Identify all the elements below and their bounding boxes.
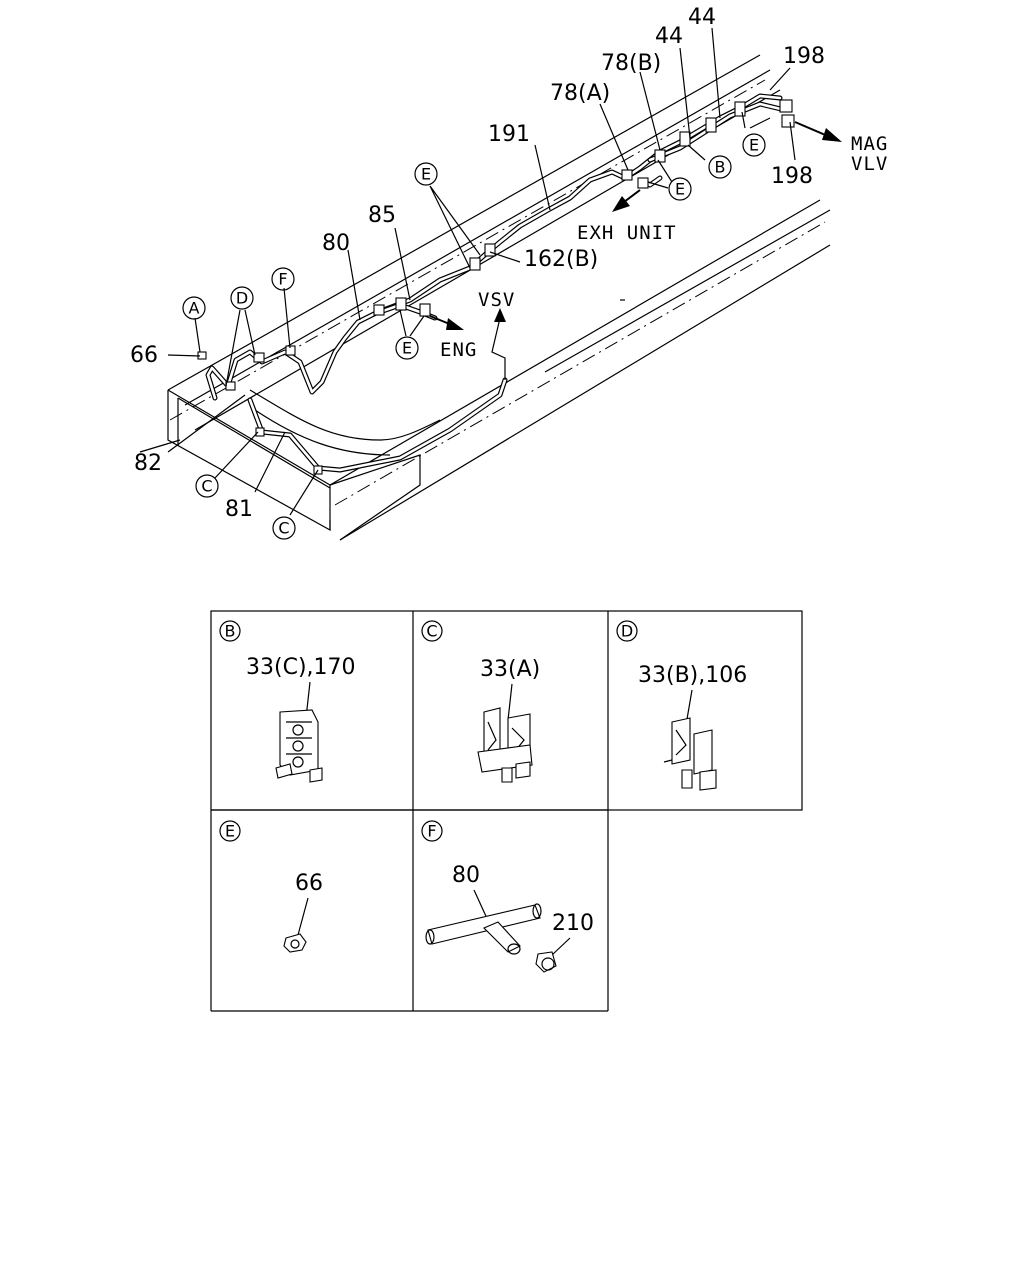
callout-c-bottom: C bbox=[272, 516, 296, 540]
callout-c-left: C bbox=[195, 474, 219, 498]
clip-33a-icon bbox=[477, 707, 533, 783]
callout-circles: A D F E E E B E bbox=[182, 133, 766, 540]
svg-text:C: C bbox=[201, 477, 212, 496]
detail-e-letter: E bbox=[225, 822, 235, 841]
label-81: 81 bbox=[225, 497, 253, 522]
callout-e-upper: E bbox=[414, 162, 438, 186]
detail-e-parts: 66 bbox=[295, 871, 323, 896]
label-44-top: 44 bbox=[688, 5, 716, 30]
detail-f-letter: F bbox=[427, 822, 436, 841]
label-198-bottom: 198 bbox=[771, 164, 813, 189]
detail-grid bbox=[210, 610, 803, 1012]
chassis-frame bbox=[139, 54, 831, 541]
detail-f-part-80: 80 bbox=[452, 863, 480, 888]
label-78b: 78(B) bbox=[601, 51, 661, 76]
label-191: 191 bbox=[488, 122, 530, 147]
detail-d: D 33(B),106 bbox=[616, 620, 747, 791]
callout-f: F bbox=[271, 267, 295, 291]
cap-210-icon bbox=[535, 951, 557, 973]
detail-f: F 80 210 bbox=[421, 820, 594, 973]
label-78a: 78(A) bbox=[550, 81, 610, 106]
detail-f-part-210: 210 bbox=[552, 911, 594, 936]
clip-33b-icon bbox=[663, 717, 717, 791]
dest-eng: ENG bbox=[440, 339, 477, 361]
detail-e: E 66 bbox=[219, 820, 323, 953]
main-labels: 44 44 198 78(B) 78(A) 191 198 85 80 162(… bbox=[130, 5, 888, 522]
leader-lines bbox=[167, 27, 842, 516]
dest-vsv: VSV bbox=[478, 289, 515, 311]
dest-mag: MAG bbox=[851, 133, 888, 155]
detail-d-letter: D bbox=[621, 622, 633, 641]
svg-text:E: E bbox=[402, 339, 412, 358]
svg-text:A: A bbox=[189, 299, 200, 318]
detail-b-parts: 33(C),170 bbox=[246, 655, 356, 680]
detail-b-letter: B bbox=[225, 622, 236, 641]
label-80: 80 bbox=[322, 231, 350, 256]
clamp-66-icon bbox=[283, 933, 307, 953]
detail-c-parts: 33(A) bbox=[480, 657, 540, 682]
callout-e-eng: E bbox=[395, 336, 419, 360]
clip-33c-icon bbox=[275, 709, 323, 783]
dest-exh-unit: EXH UNIT bbox=[577, 222, 677, 244]
detail-b: B 33(C),170 bbox=[219, 620, 356, 783]
svg-text:E: E bbox=[675, 180, 685, 199]
dest-vlv: VLV bbox=[851, 153, 888, 175]
svg-text:E: E bbox=[421, 165, 431, 184]
svg-text:D: D bbox=[236, 289, 248, 308]
svg-text:B: B bbox=[715, 158, 726, 177]
callout-e-right: E bbox=[742, 133, 766, 157]
label-44-mid: 44 bbox=[655, 24, 683, 49]
svg-text:C: C bbox=[278, 519, 289, 538]
detail-d-parts: 33(B),106 bbox=[638, 663, 747, 688]
tee-joint-80-icon bbox=[425, 903, 542, 955]
callout-a: A bbox=[182, 296, 206, 320]
vacuum-pipes bbox=[197, 93, 795, 475]
callout-d: D bbox=[230, 286, 254, 310]
svg-text:E: E bbox=[749, 136, 759, 155]
detail-c: C 33(A) bbox=[421, 620, 540, 783]
label-85: 85 bbox=[368, 203, 396, 228]
label-82: 82 bbox=[134, 451, 162, 476]
callout-e-exh: E bbox=[668, 177, 692, 201]
detail-c-letter: C bbox=[426, 622, 437, 641]
label-66: 66 bbox=[130, 343, 158, 368]
label-162b: 162(B) bbox=[524, 247, 598, 272]
svg-text:F: F bbox=[278, 270, 287, 289]
label-198-top: 198 bbox=[783, 44, 825, 69]
callout-b: B bbox=[708, 155, 732, 179]
